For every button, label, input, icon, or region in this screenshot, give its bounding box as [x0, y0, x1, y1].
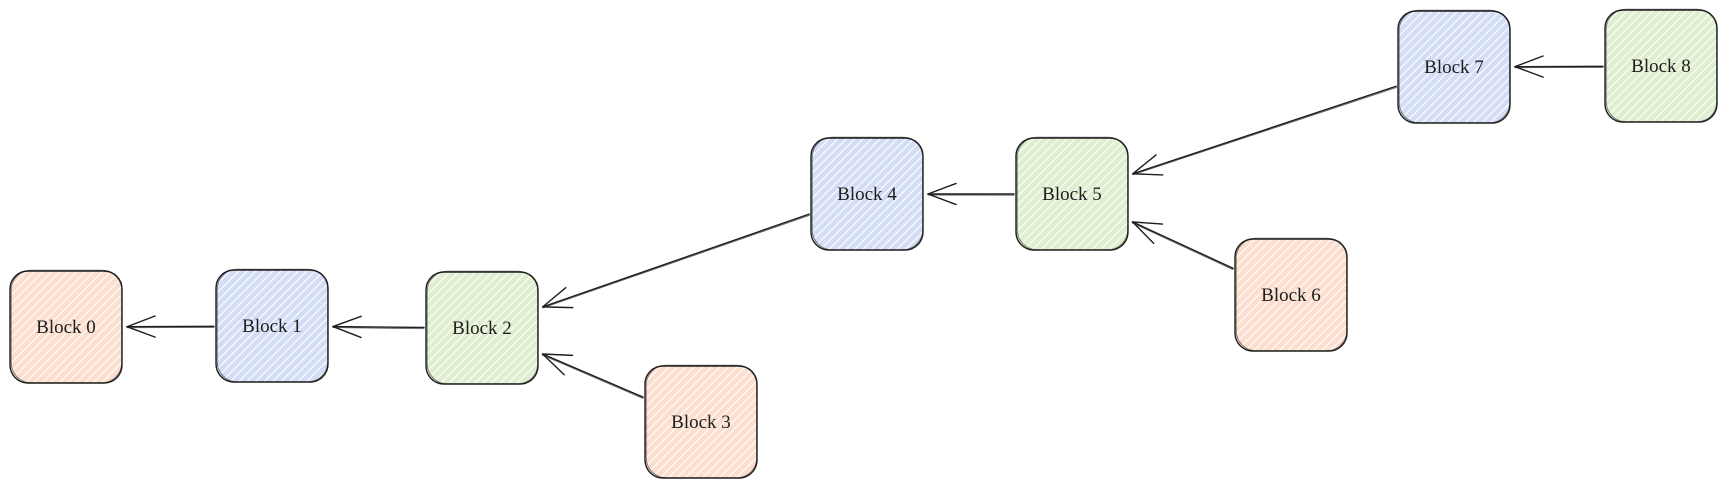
block-8: Block 8 — [1604, 8, 1718, 123]
edge-b6-to-b5 — [1131, 221, 1234, 270]
block-label: Block 6 — [1261, 285, 1321, 306]
edge-b2-to-b1 — [332, 315, 425, 339]
block-outline-sketch — [216, 268, 329, 383]
block-0: Block 0 — [9, 269, 123, 384]
block-outline-sketch — [1605, 8, 1718, 123]
block-label: Block 3 — [671, 412, 731, 433]
edge-b3-to-b2 — [541, 353, 644, 399]
block-hatch — [1235, 239, 1347, 351]
edge-b5-to-b4 — [927, 182, 1015, 206]
edge-b8-to-b7 — [1514, 55, 1604, 78]
edge-b7-to-b5 — [1132, 85, 1397, 176]
block-label: Block 7 — [1424, 57, 1484, 78]
block-label: Block 5 — [1042, 184, 1102, 205]
block-label: Block 1 — [242, 316, 302, 337]
edges-layer — [126, 55, 1604, 399]
block-label: Block 8 — [1631, 56, 1691, 77]
block-hatch — [10, 271, 122, 383]
block-label: Block 0 — [36, 317, 96, 338]
block-1: Block 1 — [215, 268, 329, 383]
block-outline-sketch — [1235, 237, 1348, 352]
block-4: Block 4 — [810, 136, 924, 251]
block-hatch — [1605, 10, 1717, 122]
blocks-layer: Block 0 Block 1 Block 2 Block 3 Block 4 Block… — [9, 8, 1718, 479]
block-hatch — [811, 138, 923, 250]
block-7: Block 7 — [1397, 9, 1511, 124]
block-2: Block 2 — [425, 270, 539, 385]
edge-b1-to-b0 — [126, 315, 215, 338]
block-label: Block 2 — [452, 318, 512, 339]
block-outline-sketch — [1016, 136, 1129, 251]
block-6: Block 6 — [1234, 237, 1348, 352]
block-3: Block 3 — [644, 364, 758, 479]
block-hatch — [645, 366, 757, 478]
block-hatch — [1398, 11, 1510, 123]
block-5: Block 5 — [1015, 136, 1129, 251]
block-outline-sketch — [645, 364, 758, 479]
edge-b4-to-b2 — [542, 213, 810, 309]
block-outline-sketch — [10, 269, 123, 384]
block-outline-sketch — [1398, 9, 1511, 124]
block-hatch — [426, 272, 538, 384]
block-hatch — [216, 270, 328, 382]
block-hatch — [1016, 138, 1128, 250]
block-outline-sketch — [811, 136, 924, 251]
block-outline-sketch — [426, 270, 539, 385]
block-label: Block 4 — [837, 184, 897, 205]
